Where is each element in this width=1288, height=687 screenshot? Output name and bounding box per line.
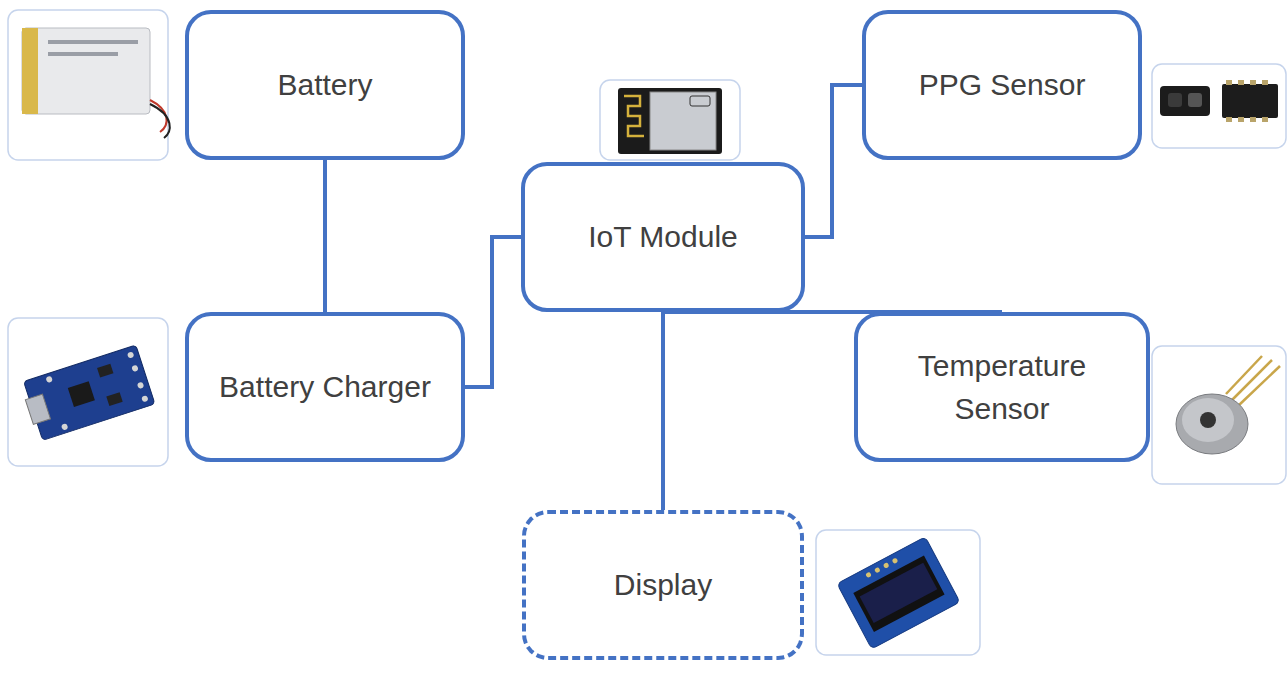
photo-frame [600,80,740,160]
temperature-sensor-photo [1176,356,1280,454]
box-label: IoT Module [574,215,752,259]
module-box: IoT Module [521,162,805,312]
box-label: Battery [263,63,386,107]
photo-frame [816,530,980,655]
photo-frame [1152,64,1286,148]
component-box: Battery [185,10,465,160]
text-group: Battery Charger [205,365,445,409]
text-group: Battery [263,63,386,107]
connector-line [465,237,521,387]
connector-line [805,85,862,237]
text-group: PPG Sensor [905,63,1100,107]
photo-frame [1152,346,1286,484]
oled-display-photo [837,537,960,649]
connector-line [661,312,665,510]
box-label: Display [600,563,726,607]
charger-board-photo [20,345,155,442]
optional-box: Display [522,510,804,660]
component-box: Battery Charger [185,312,465,462]
box-label: PPG Sensor [905,63,1100,107]
ppg-sensor-photo [1160,80,1278,122]
wifi-module-photo [618,88,722,154]
text-group: Temperature Sensor [858,344,1146,431]
sensor-box: Temperature Sensor [854,312,1150,462]
photo-frame [8,10,168,160]
box-label: Temperature Sensor [858,344,1146,431]
battery-photo [22,28,170,138]
box-label: Battery Charger [205,365,445,409]
sensor-box: PPG Sensor [862,10,1142,160]
text-group: IoT Module [574,215,752,259]
connector-line [323,160,327,312]
text-group: Display [600,563,726,607]
photo-frame [8,318,168,466]
